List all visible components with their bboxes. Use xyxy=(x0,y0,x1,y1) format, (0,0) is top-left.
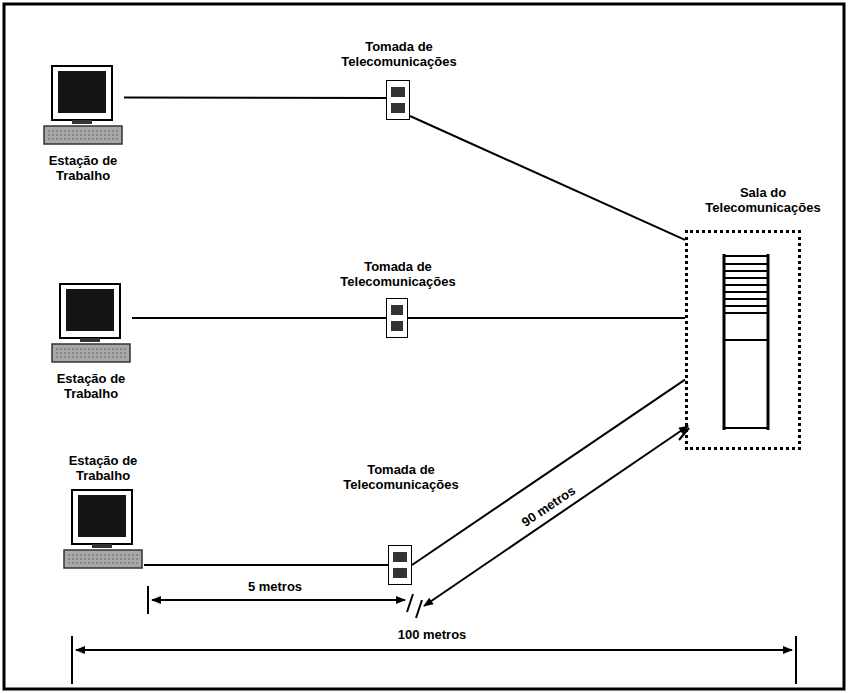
outlet-label: Tomada de Telecomunicações xyxy=(321,463,481,493)
screen xyxy=(66,289,114,331)
keyboard xyxy=(64,550,142,568)
workstation-label: Estação de Trabalho xyxy=(36,372,146,402)
telecom-outlet: Tomada de Telecomunicações xyxy=(386,80,410,120)
keys xyxy=(48,131,118,139)
jack xyxy=(393,552,407,562)
keys xyxy=(56,349,126,357)
dimension-label: 90 metros xyxy=(518,482,581,531)
workstation-node: Estação de Trabalho xyxy=(50,282,132,364)
cable xyxy=(124,97,386,99)
jack xyxy=(393,568,407,578)
jack xyxy=(391,305,403,315)
monitor-stand xyxy=(92,544,112,548)
room-label: Sala do Telecomunicações xyxy=(688,186,838,216)
dimension-tick xyxy=(71,636,73,684)
monitor xyxy=(72,490,132,544)
outlet-label: Tomada de Telecomunicações xyxy=(319,40,479,70)
keyboard xyxy=(44,126,122,144)
workstation-node: Estação de Trabalho xyxy=(42,64,124,146)
cable xyxy=(132,317,386,319)
cable xyxy=(412,380,685,565)
computer-icon xyxy=(44,66,122,144)
rack xyxy=(724,254,768,430)
dimension-90m xyxy=(416,426,689,618)
dimension-label: 5 metros xyxy=(246,580,304,595)
cable xyxy=(410,116,685,240)
dimension-tick xyxy=(416,600,422,618)
jack xyxy=(391,87,405,97)
rack-panels xyxy=(724,256,768,428)
outlet-label: Tomada de Telecomunicações xyxy=(318,260,478,290)
screen xyxy=(78,495,126,537)
rack-rail xyxy=(723,254,726,430)
monitor-stand xyxy=(80,338,100,342)
dimension-label: 100 metros xyxy=(396,628,469,643)
computer-icon xyxy=(64,490,142,568)
telecom-outlet: Tomada de Telecomunicações xyxy=(388,545,412,585)
telecom-room: Sala do Telecomunicações xyxy=(685,230,801,450)
screen xyxy=(58,71,106,113)
jack xyxy=(391,103,405,113)
dimension-tick xyxy=(147,586,149,614)
dimension-tick xyxy=(795,636,797,684)
monitor-stand xyxy=(72,120,92,124)
cable xyxy=(408,317,685,319)
dimension-line xyxy=(424,426,688,606)
workstation-label: Estação de Trabalho xyxy=(28,154,138,184)
keys xyxy=(68,555,138,563)
workstation-node: Estação de Trabalho xyxy=(62,488,144,570)
computer-icon xyxy=(52,284,130,362)
monitor xyxy=(52,66,112,120)
frame xyxy=(4,4,844,689)
jack xyxy=(391,321,403,331)
keyboard xyxy=(52,344,130,362)
rack-rail xyxy=(767,254,770,430)
dimension-line xyxy=(152,599,405,601)
monitor xyxy=(60,284,120,338)
dimension-100m xyxy=(72,636,796,684)
workstation-label: Estação de Trabalho xyxy=(48,454,158,484)
outlet-jacks xyxy=(391,87,407,578)
dimension-line xyxy=(76,649,792,651)
dimension-tick xyxy=(407,594,413,612)
cable xyxy=(144,564,388,566)
telecom-outlet: Tomada de Telecomunicações xyxy=(386,298,408,338)
